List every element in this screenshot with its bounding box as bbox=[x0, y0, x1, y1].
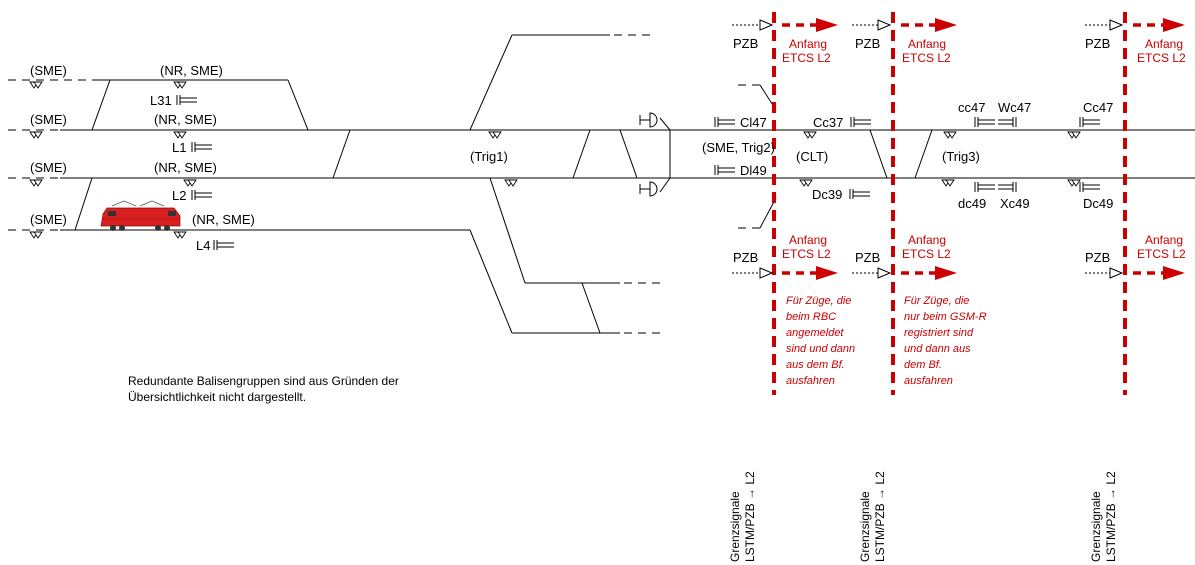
redundant-note-line: Übersichtlichkeit nicht dargestellt. bbox=[128, 390, 306, 404]
label-pzb-1: PZB bbox=[733, 36, 758, 51]
label-xc49: Xc49 bbox=[1000, 196, 1030, 211]
label-anfang-5: Anfang bbox=[908, 233, 946, 247]
grenz-line: Grenzsignale bbox=[1089, 491, 1103, 562]
balise-icon bbox=[29, 81, 1081, 239]
label-l2: L2 bbox=[172, 188, 186, 203]
rbc-note-line: ausfahren bbox=[786, 375, 835, 387]
label-etcs-6: ETCS L2 bbox=[1137, 247, 1186, 261]
gsm-note-line: und dann aus bbox=[904, 343, 971, 355]
locomotive-icon bbox=[100, 200, 181, 231]
label-trig3: (Trig3) bbox=[942, 149, 980, 164]
redundant-note: Redundante Balisengruppen sind aus Gründ… bbox=[128, 374, 399, 404]
etcs-labels: Anfang ETCS L2 Anfang ETCS L2 Anfang ETC… bbox=[782, 37, 1186, 261]
label-etcs-5: ETCS L2 bbox=[902, 247, 951, 261]
label-cl47: Cl47 bbox=[740, 115, 767, 130]
label-etcs-2: ETCS L2 bbox=[902, 51, 951, 65]
signal-icon bbox=[176, 95, 1100, 250]
gsm-note-line: registriert sind bbox=[904, 327, 974, 339]
label-anfang-4: Anfang bbox=[789, 233, 827, 247]
label-pzb-6: PZB bbox=[1085, 250, 1110, 265]
rbc-note-line: angemeldet bbox=[786, 327, 844, 339]
label-anfang-1: Anfang bbox=[789, 37, 827, 51]
gsm-note: Für Züge, die nur beim GSM-R registriert… bbox=[904, 295, 987, 387]
grenz-line: LSTM/PZB → L2 bbox=[873, 471, 887, 562]
gsm-note-line: dem Bf. bbox=[904, 359, 942, 371]
label-nr-sme-2: (NR, SME) bbox=[154, 112, 217, 127]
rbc-note-line: Für Züge, die bbox=[786, 295, 851, 307]
label-l4: L4 bbox=[196, 238, 210, 253]
label-clt: (CLT) bbox=[796, 149, 828, 164]
rbc-note-line: beim RBC bbox=[786, 311, 836, 323]
label-sme-4: (SME) bbox=[30, 212, 67, 227]
label-anfang-2: Anfang bbox=[908, 37, 946, 51]
gsm-note-line: nur beim GSM-R bbox=[904, 311, 987, 323]
label-nr-sme-3: (NR, SME) bbox=[154, 160, 217, 175]
redundant-note-line: Redundante Balisengruppen sind aus Gründ… bbox=[128, 374, 399, 388]
rbc-note: Für Züge, die beim RBC angemeldet sind u… bbox=[786, 295, 855, 387]
label-pzb-5: PZB bbox=[855, 250, 880, 265]
label-etcs-3: ETCS L2 bbox=[1137, 51, 1186, 65]
pzb-arrow-icon bbox=[732, 19, 1124, 279]
label-dc39: Dc39 bbox=[812, 187, 842, 202]
label-sme-trig2: (SME, Trig2) bbox=[702, 140, 775, 155]
label-nr-sme-1: (NR, SME) bbox=[160, 63, 223, 78]
label-l31: L31 bbox=[150, 93, 172, 108]
label-wc47: Wc47 bbox=[998, 100, 1031, 115]
label-etcs-4: ETCS L2 bbox=[782, 247, 831, 261]
label-pzb-4: PZB bbox=[733, 250, 758, 265]
grenzsignale-label-1: Grenzsignale LSTM/PZB → L2 bbox=[728, 471, 757, 562]
rbc-note-line: sind und dann bbox=[786, 343, 855, 355]
label-sme-1: (SME) bbox=[30, 63, 67, 78]
label-dc49-lower: dc49 bbox=[958, 196, 986, 211]
track-lines bbox=[8, 34, 1195, 334]
label-trig1: (Trig1) bbox=[470, 149, 508, 164]
label-l1: L1 bbox=[172, 140, 186, 155]
label-etcs-1: ETCS L2 bbox=[782, 51, 831, 65]
grenz-line: Grenzsignale bbox=[858, 491, 872, 562]
etcs-arrow-icon bbox=[782, 18, 1185, 280]
grenz-line: Grenzsignale bbox=[728, 491, 742, 562]
buffer-stop-icon bbox=[639, 112, 658, 197]
track-labels: (SME) (SME) (SME) (SME) (NR, SME) (NR, S… bbox=[30, 36, 1113, 265]
gsm-note-line: Für Züge, die bbox=[904, 295, 969, 307]
label-cc47-lower: cc47 bbox=[958, 100, 985, 115]
grenzsignale-label-3: Grenzsignale LSTM/PZB → L2 bbox=[1089, 471, 1118, 562]
rbc-note-line: aus dem Bf. bbox=[786, 359, 845, 371]
grenz-line: LSTM/PZB → L2 bbox=[1104, 471, 1118, 562]
label-dc49-upper: Dc49 bbox=[1083, 196, 1113, 211]
label-nr-sme-4: (NR, SME) bbox=[192, 212, 255, 227]
label-anfang-6: Anfang bbox=[1145, 233, 1183, 247]
grenzsignale-label-2: Grenzsignale LSTM/PZB → L2 bbox=[858, 471, 887, 562]
label-anfang-3: Anfang bbox=[1145, 37, 1183, 51]
grenz-line: LSTM/PZB → L2 bbox=[743, 471, 757, 562]
label-sme-3: (SME) bbox=[30, 160, 67, 175]
gsm-note-line: ausfahren bbox=[904, 375, 953, 387]
etcs-boundary-lines bbox=[772, 12, 1127, 395]
label-cc47-upper: Cc47 bbox=[1083, 100, 1113, 115]
label-cc37: Cc37 bbox=[813, 115, 843, 130]
label-sme-2: (SME) bbox=[30, 112, 67, 127]
label-pzb-3: PZB bbox=[1085, 36, 1110, 51]
label-dl49: Dl49 bbox=[740, 163, 767, 178]
label-pzb-2: PZB bbox=[855, 36, 880, 51]
